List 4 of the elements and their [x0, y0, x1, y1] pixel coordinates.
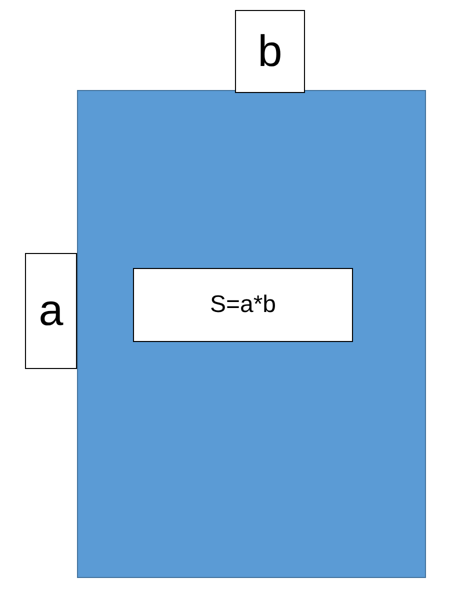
formula-label: S=a*b: [133, 268, 353, 342]
variable-label: a: [25, 253, 77, 369]
rectangle-area: [77, 90, 426, 578]
variable-label: b: [235, 10, 305, 93]
